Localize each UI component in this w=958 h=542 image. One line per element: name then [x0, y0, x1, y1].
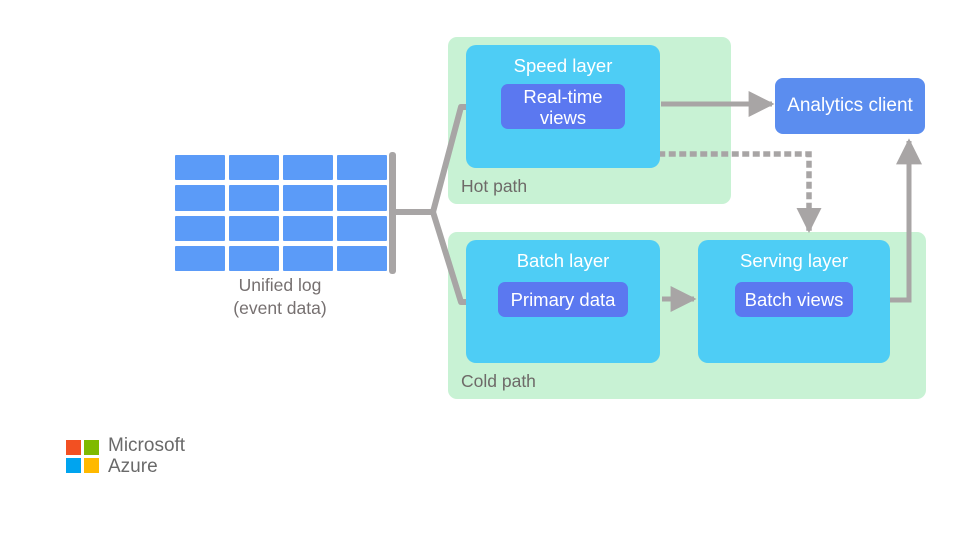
batch-layer-title: Batch layer — [516, 250, 610, 271]
microsoft-logo-icon — [66, 439, 99, 473]
log-tile — [175, 155, 225, 181]
analytics-client-box[interactable]: Analytics client — [775, 78, 925, 134]
speed-layer-title: Speed layer — [513, 55, 613, 76]
logo-wordmark: Microsoft Azure — [108, 435, 185, 477]
log-tile — [229, 155, 279, 181]
log-tile — [283, 245, 333, 271]
log-tile — [337, 155, 387, 181]
logo-square-blue — [66, 457, 81, 473]
log-spine-bar — [389, 152, 396, 274]
microsoft-azure-logo: Microsoft Azure — [66, 435, 185, 477]
unified-log-caption: Unified log (event data) — [233, 275, 327, 318]
serving-layer-title: Serving layer — [740, 250, 848, 271]
logo-square-red — [66, 439, 81, 455]
log-tile — [175, 245, 225, 271]
primary-data-box[interactable]: Primary data — [498, 282, 628, 317]
log-tile — [175, 215, 225, 241]
batch-views-box[interactable]: Batch views — [735, 282, 853, 317]
log-tile — [283, 185, 333, 211]
logo-square-green — [84, 439, 99, 455]
unified-log-grid — [175, 155, 387, 271]
real-time-views-box[interactable]: Real-time views — [501, 84, 625, 129]
log-tile — [229, 185, 279, 211]
hot-path-label: Hot path — [461, 176, 528, 196]
log-tile — [175, 185, 225, 211]
cold-path-label: Cold path — [461, 371, 536, 391]
log-tile — [283, 215, 333, 241]
log-tile — [337, 185, 387, 211]
log-tile — [337, 245, 387, 271]
log-tile — [229, 215, 279, 241]
logo-line-microsoft: Microsoft — [108, 435, 186, 456]
log-tile — [283, 155, 333, 181]
logo-line-azure: Azure — [108, 456, 158, 477]
log-tile — [229, 245, 279, 271]
logo-square-yellow — [84, 457, 99, 473]
log-tile — [337, 215, 387, 241]
